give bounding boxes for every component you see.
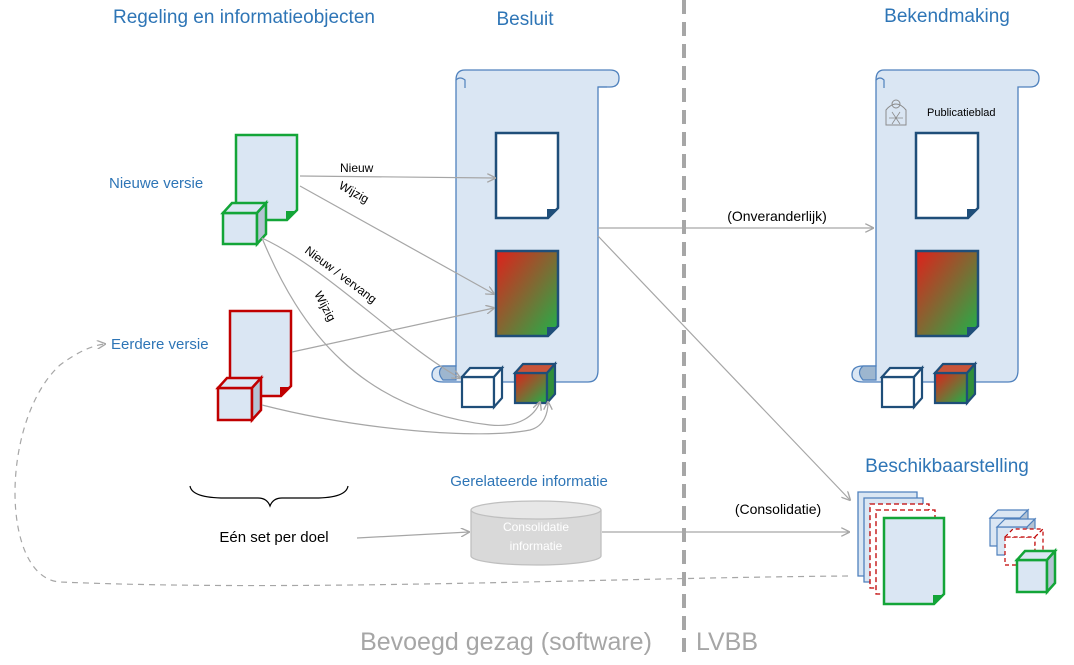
arrow-label-nieuw: Nieuw (340, 161, 374, 175)
arrow-label-consolidatie: (Consolidatie) (735, 501, 821, 517)
coat-of-arms-icon (885, 99, 907, 126)
besluit-scroll (431, 69, 620, 383)
besluit-document (494, 131, 560, 220)
arrow-wijzig-2 (261, 237, 540, 427)
arrow-label-onveranderlijk: (Onveranderlijk) (727, 208, 827, 224)
heading-besluit: Besluit (496, 9, 554, 30)
bekendmaking-document (914, 131, 980, 220)
arrow-to-beschikbaarstelling (597, 235, 850, 500)
besluit-cube-gradient (512, 361, 558, 406)
heading-beschikbaarstelling: Beschikbaarstelling (865, 456, 1029, 477)
eerdere-versie-cube (215, 374, 264, 424)
footer-bevoegd-gezag: Bevoegd gezag (software) (360, 628, 652, 656)
beschikbaarstelling-documents (857, 491, 946, 606)
nieuwe-versie-cube (220, 199, 269, 248)
beschikbaarstelling-cubes (988, 508, 1058, 596)
database-label-1: Consolidatie (503, 520, 569, 534)
besluit-gradient-document (494, 249, 560, 338)
eerdere-versie-label: Eerdere versie (111, 336, 209, 353)
arrow-eerdere-doc (291, 308, 494, 353)
database-label-2: informatie (510, 539, 563, 553)
bekendmaking-cube-gradient (932, 361, 978, 406)
arrow-label-wijzig-2: Wijzig (311, 289, 338, 324)
bekendmaking-gradient-document (914, 249, 980, 338)
consolidatie-database (470, 500, 602, 566)
heading-gerelateerde: Gerelateerde informatie (450, 473, 608, 490)
arrow-feedback (14, 344, 849, 587)
heading-bekendmaking: Bekendmaking (884, 6, 1010, 27)
arrow-label-wijzig-1: Wijzig (337, 178, 372, 206)
arrow-nieuw-vervang (261, 237, 460, 378)
bekendmaking-scroll (851, 69, 1040, 383)
arrow-eerdere-cube (261, 402, 548, 435)
nieuwe-versie-label: Nieuwe versie (109, 175, 203, 192)
publicatieblad-label: Publicatieblad (927, 107, 996, 119)
arrow-nieuw (299, 176, 495, 178)
footer-lvbb: LVBB (696, 628, 758, 656)
curly-brace (189, 485, 349, 508)
arrow-een-set (356, 532, 469, 539)
arrow-wijzig-1 (299, 185, 494, 294)
besluit-cube-blank (459, 365, 505, 410)
bekendmaking-cube-blank (879, 365, 925, 410)
heading-regeling: Regeling en informatieobjecten (113, 7, 375, 28)
een-set-label: Eén set per doel (219, 529, 328, 546)
